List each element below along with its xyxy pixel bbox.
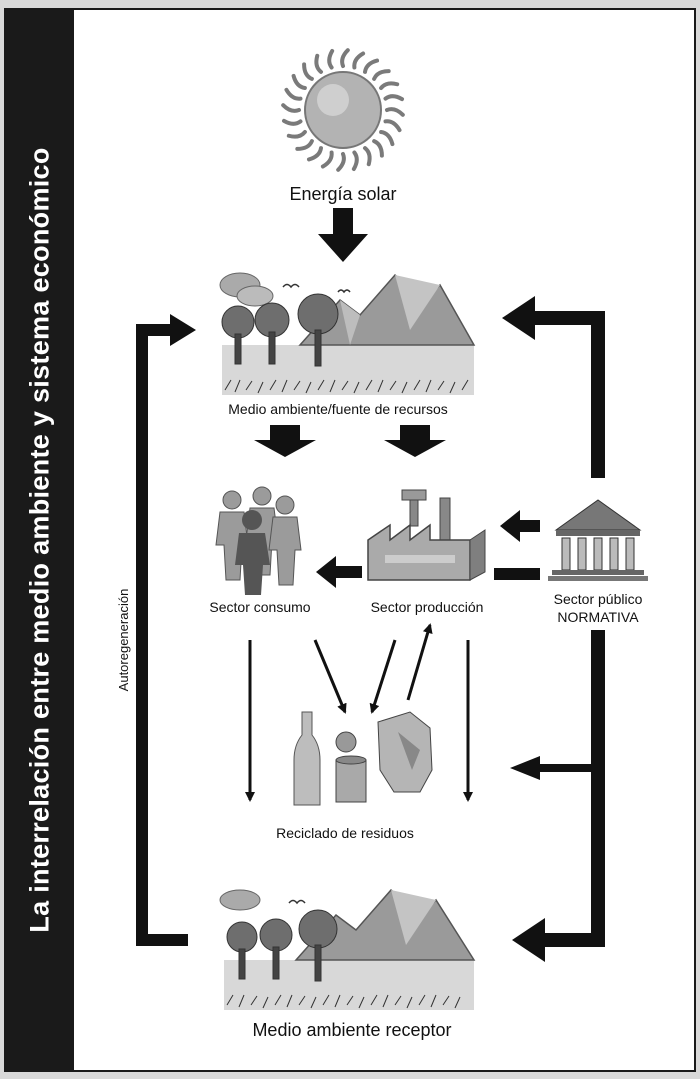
label-receiving-environment: Medio ambiente receptor	[252, 1020, 451, 1040]
arrow-public-to-production	[500, 510, 540, 542]
sun-ray	[379, 130, 395, 147]
sun-ray	[372, 69, 391, 81]
loop-public-to-environment	[530, 311, 605, 478]
arrow-environment-to-production	[384, 425, 446, 457]
sun-ray	[363, 146, 372, 167]
sun-ray	[302, 62, 314, 81]
arrow-public-to-recycling	[510, 756, 540, 780]
sun-ray	[320, 150, 334, 169]
label-autoregeneration: Autoregeneración	[116, 589, 131, 692]
sun-ray	[379, 81, 400, 90]
arrow-recycling-to-production	[406, 623, 433, 701]
label-production: Sector producción	[371, 599, 484, 615]
government-building-icon	[548, 499, 648, 581]
carton-icon	[377, 711, 433, 793]
label-environment-source: Medio ambiente/fuente de recursos	[228, 401, 447, 417]
sun-ray	[327, 48, 335, 70]
link-public-production	[494, 568, 540, 580]
sun-ray	[291, 73, 307, 90]
loop-autoregeneration	[136, 324, 188, 946]
sun-icon	[281, 48, 405, 172]
sun-ray	[314, 53, 323, 74]
can-icon	[335, 731, 367, 803]
label-solar-energy: Energía solar	[289, 184, 396, 204]
landscape-icon	[219, 272, 476, 395]
sun-ray	[363, 58, 380, 74]
landscape-icon	[219, 888, 476, 1010]
arrow-public-to-receptor	[512, 918, 545, 962]
label-recycling: Reciclado de residuos	[276, 825, 414, 841]
sun-ray	[352, 51, 366, 70]
sun-ray	[383, 119, 402, 133]
arrow-production-to-waste	[369, 639, 397, 714]
sun-ray	[383, 94, 405, 102]
sun-ray	[336, 152, 346, 172]
sun-ray	[306, 146, 323, 162]
sun-ray	[286, 130, 307, 139]
arrow-environment-to-consumption	[254, 425, 316, 457]
arrow-sun-to-environment	[318, 208, 368, 262]
arrow-production-to-consumption	[316, 556, 362, 588]
loop-public-to-receptor	[540, 630, 605, 947]
sun-ray	[340, 48, 350, 68]
arrow-consumption-to-waste	[313, 639, 347, 714]
factory-icon	[367, 489, 486, 581]
label-consumption: Sector consumo	[209, 599, 310, 615]
title-bar: La interrelación entre medio ambiente y …	[6, 10, 74, 1070]
sun-ray	[281, 118, 303, 126]
sun-ray	[351, 150, 359, 172]
sun-ray	[284, 87, 303, 101]
label-regulation: NORMATIVA	[557, 609, 639, 625]
sun-ray	[385, 107, 405, 117]
bottle-icon	[293, 711, 321, 806]
sun-ray	[295, 139, 314, 151]
people-icon	[215, 486, 302, 595]
sun-ray	[372, 139, 384, 158]
arrow-autoregeneration	[170, 314, 196, 346]
sun-ray	[281, 103, 301, 113]
label-public-sector: Sector público	[554, 591, 643, 607]
arrow-public-to-environment	[502, 296, 535, 340]
